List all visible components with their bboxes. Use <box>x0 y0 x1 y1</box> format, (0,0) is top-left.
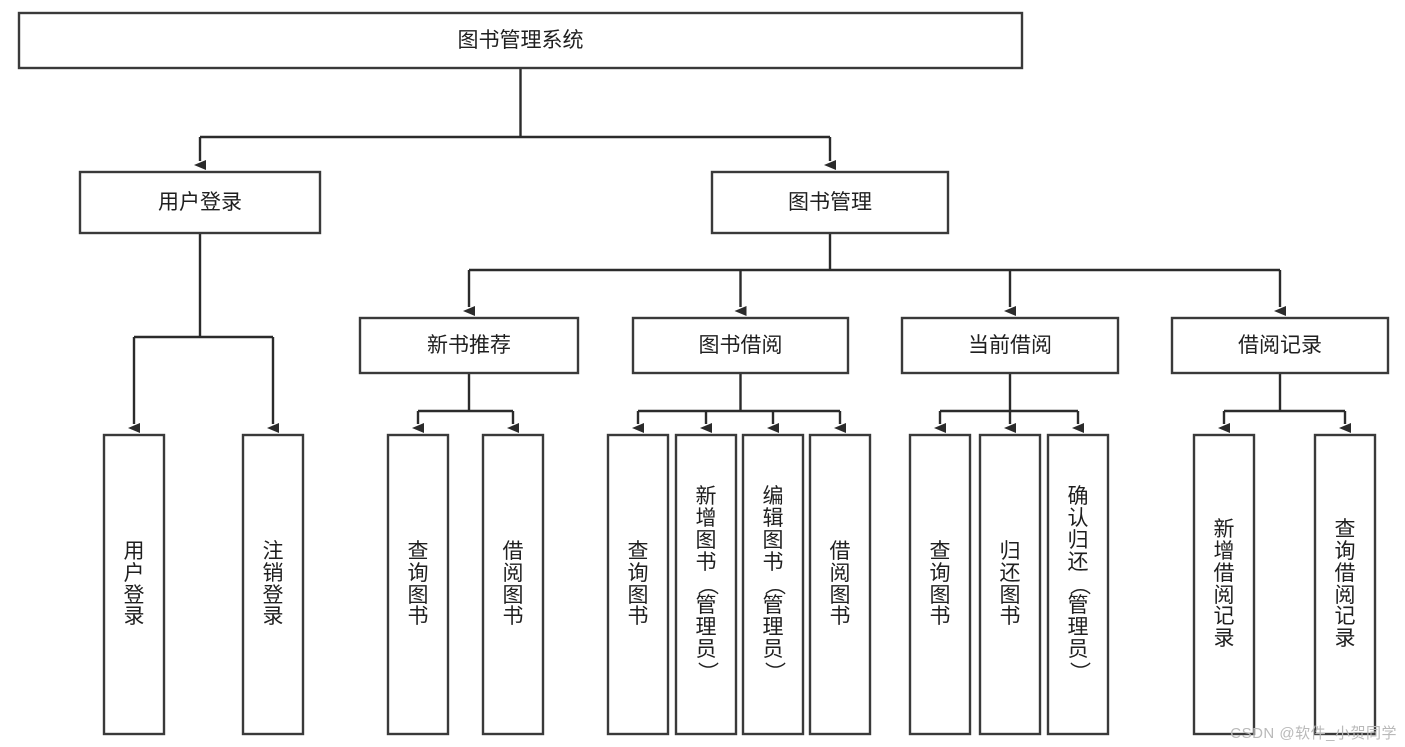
node-book-borrow[interactable] <box>631 316 850 375</box>
node-leaf-query-record[interactable] <box>1313 433 1377 736</box>
node-root[interactable] <box>17 11 1024 70</box>
node-current-borrow-label: 当前借阅 <box>968 334 1052 357</box>
node-borrow-record[interactable] <box>1170 316 1390 375</box>
node-leaf-query-book-1[interactable] <box>386 433 450 736</box>
node-leaf-add-book[interactable] <box>674 433 738 736</box>
node-user-login-label: 用户登录 <box>158 191 242 214</box>
node-book-manage[interactable] <box>710 170 950 235</box>
node-leaf-add-record[interactable] <box>1192 433 1256 736</box>
node-leaf-edit-book[interactable] <box>741 433 805 736</box>
node-book-borrow-label: 图书借阅 <box>699 334 783 357</box>
node-user-login[interactable] <box>78 170 322 235</box>
node-leaf-return-book[interactable] <box>978 433 1042 736</box>
connector-lines <box>128 68 1351 433</box>
node-leaf-user-login[interactable] <box>102 433 166 736</box>
node-borrow-record-label: 借阅记录 <box>1238 334 1322 357</box>
node-leaf-confirm-return[interactable] <box>1046 433 1110 736</box>
node-leaf-query-book-3[interactable] <box>908 433 972 736</box>
node-new-book-recommend-label: 新书推荐 <box>427 334 511 357</box>
node-leaf-borrow-book-2[interactable] <box>808 433 872 736</box>
node-new-book-recommend[interactable] <box>358 316 580 375</box>
node-current-borrow[interactable] <box>900 316 1120 375</box>
node-leaf-borrow-book-1[interactable] <box>481 433 545 736</box>
node-leaf-logout[interactable] <box>241 433 305 736</box>
node-leaf-query-book-2[interactable] <box>606 433 670 736</box>
node-root-label: 图书管理系统 <box>458 29 584 52</box>
node-book-manage-label: 图书管理 <box>788 191 872 214</box>
